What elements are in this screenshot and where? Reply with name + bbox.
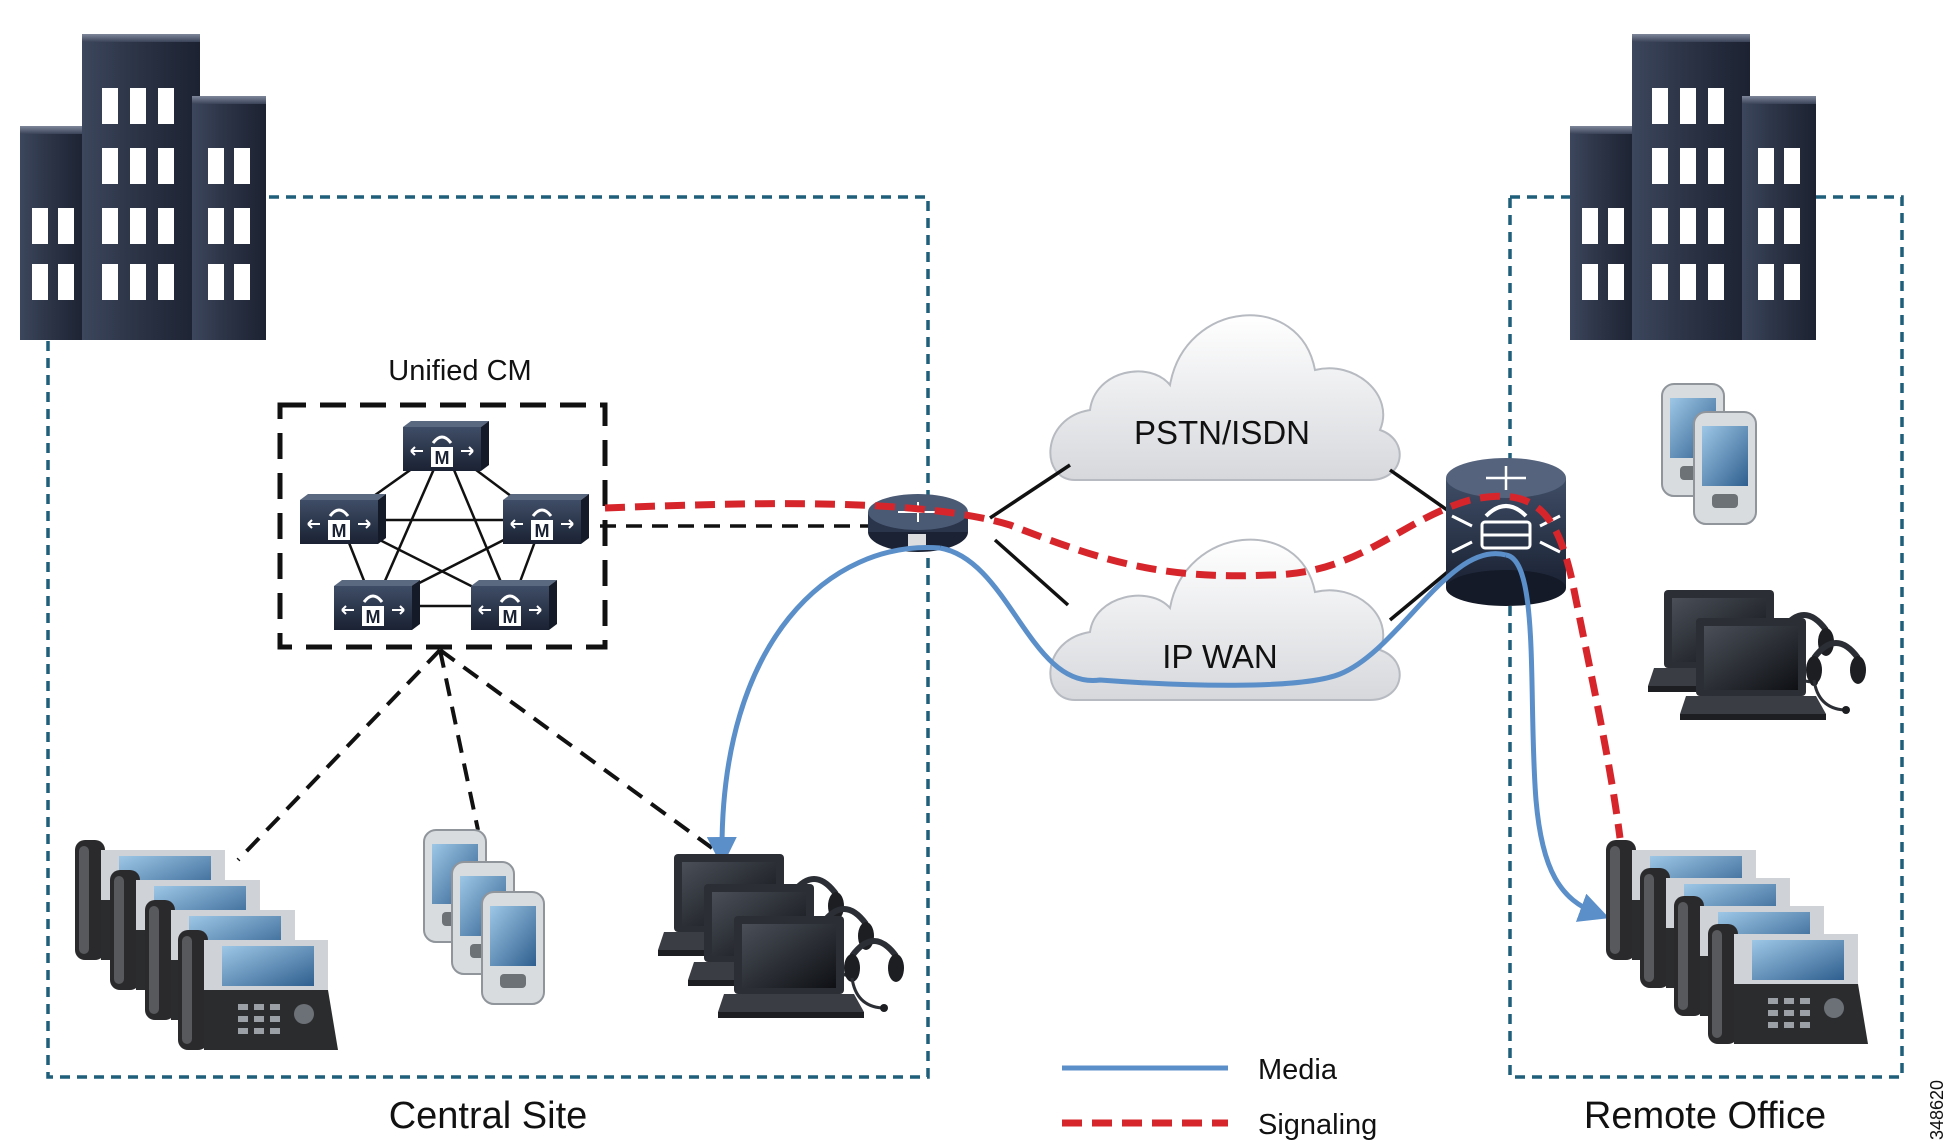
ip-phone-icon — [1606, 840, 1868, 1044]
legend-signaling-label: Signaling — [1258, 1109, 1377, 1141]
signaling-path — [604, 492, 1624, 839]
call-manager-server-icon — [501, 492, 591, 546]
wan-links — [600, 463, 1452, 622]
mobile-device-icon — [1661, 383, 1757, 525]
call-manager-server-icon — [298, 492, 388, 546]
call-manager-server-icon — [332, 578, 422, 632]
media-path — [706, 545, 1610, 922]
building-icon — [1570, 34, 1816, 340]
wan-cloud-label: IP WAN — [1162, 638, 1278, 675]
remote-office-label: Remote Office — [1584, 1095, 1826, 1137]
cluster-endpoint-links — [236, 648, 714, 862]
legend: Media Signaling — [1062, 1054, 1377, 1141]
cloud-icon — [1049, 314, 1401, 481]
ip-phone-icon — [75, 840, 338, 1050]
mobile-device-icon — [423, 829, 545, 1005]
call-manager-server-icon — [401, 419, 491, 473]
call-manager-server-icon — [469, 578, 559, 632]
unified-cm-cluster-boundary — [277, 402, 608, 650]
legend-media-label: Media — [1258, 1054, 1338, 1086]
pstn-cloud-label: PSTN/ISDN — [1134, 414, 1310, 451]
laptop-headset-icon — [1648, 590, 1866, 720]
laptop-headset-icon — [658, 854, 904, 1018]
cloud-icon — [1049, 538, 1401, 701]
voice-gateway-router-icon — [1446, 458, 1566, 606]
cluster-label: Unified CM — [388, 355, 531, 387]
central-site-label: Central Site — [389, 1095, 588, 1137]
building-icon — [20, 34, 266, 340]
central-site-boundary — [46, 195, 930, 1079]
figure-id: 348620 — [1927, 1080, 1947, 1140]
